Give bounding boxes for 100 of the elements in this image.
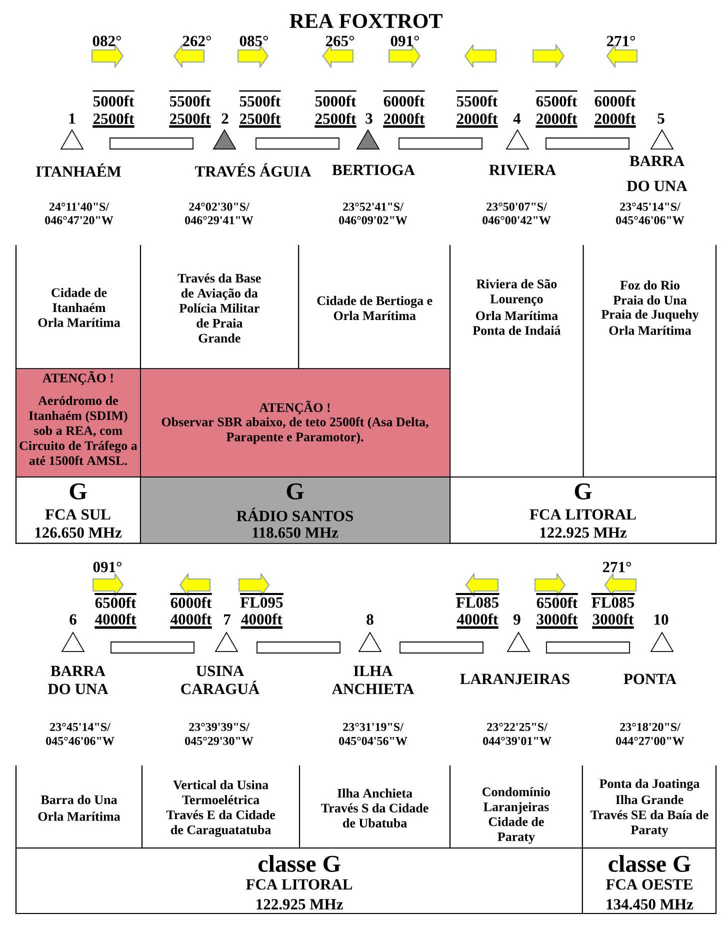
cell-text: Ilha Anchieta [338,788,412,798]
altitude-label: FL085 [456,593,500,608]
coordinates-label: 23°18'20"S/ 044°27'00"W [616,722,684,746]
waypoint-number: 9 [514,614,520,625]
airspace-class: classe G [608,855,690,872]
altitude-label: 4000ft [170,613,212,629]
heading-label: 082° [92,36,121,46]
waypoint-number: 7 [224,614,230,625]
altitude-label: 6500ft [536,593,578,608]
waypoint-number: 2 [222,113,228,124]
altitude-label: 5000ft [314,90,356,107]
cell-text: Condomínio Laranjeiras [482,787,550,814]
cell-text: Praia do Una [613,295,687,305]
coordinates-label: 23°31'19"S/ 045°04'56"W [339,722,408,746]
cell-text: Praia de Juquehy [601,310,699,322]
waypoint-number: 10 [654,614,668,625]
route-segment-bar [400,642,484,654]
altitude-label: FL085 [591,593,635,608]
waypoint-name: ITANHAÉM [36,163,121,177]
waypoint-name: USINA CARAGUÁ [181,666,260,694]
altitude-label: 2500ft [314,112,356,128]
heading-label: 091° [390,36,419,46]
coordinates-label: 23°22'25"S/ 044°39'01"W [483,722,552,746]
route-segment-bar [546,138,630,150]
cell-text: Vertical da Usina Termoelétrica [173,780,268,804]
coordinates-label: 23°50'07"S/ 046°00'42"W [482,202,551,224]
route-segment-bar [256,642,340,654]
waypoint-name: RIVIERA [489,164,556,176]
route-segment-bar [256,138,340,150]
coordinates-label: 23°45'14"S/ 045°46'06"W [46,722,114,746]
waypoint-name: LARANJEIRAS [460,674,570,684]
cell-text: Cidade de Bertioga e Orla Marítima [317,296,432,320]
altitude-label: 5500ft [239,90,281,107]
altitude-label: 4000ft [240,613,283,629]
title: REA FOXTROT [290,14,442,28]
waypoint-number: 1 [69,113,76,124]
airspace-class: G [70,483,87,500]
altitude-label: 6000ft [170,593,212,608]
cell-text: Través E da Cidade de Caraguatatuba [166,810,276,837]
route-segment-bar [398,138,482,150]
waypoint-name: ILHA ANCHIETA [332,666,414,694]
altitude-label: 2000ft [456,112,498,128]
altitude-label: 5500ft [169,90,211,107]
cell-text: Cidade de Itanhaém [52,288,107,312]
frequency-label: 134.450 MHz [606,899,694,910]
frequency-label: 126.650 MHz [35,527,122,538]
coordinates-label: 24°11'40"S/ 046°47'20"W [45,202,114,224]
waypoint-name: BARRA DO UNA [48,666,108,694]
waypoint-name: PONTA [624,674,676,684]
waypoint-number: 4 [513,113,521,124]
altitude-label: 3000ft [536,613,578,629]
warning-text: Aeródromo de Itanhaém (SDIM) sob a REA, com Circuito de Tráfego a até 1500ft AMSL. [20,396,138,466]
station-name: FCA LITORAL [530,509,636,520]
heading-label: 091° [93,562,122,572]
station-name: RÁDIO SANTOS [236,508,353,522]
airspace-class: G [286,483,304,500]
altitude-label: 4000ft [456,613,498,629]
airspace-class: classe G [258,855,340,872]
station-name: FCA LITORAL [246,879,352,890]
coordinates-label: 24°02'30"S/ 046°29'41"W [185,202,254,224]
warning-heading: ATENÇÃO ! [42,371,113,385]
station-name: FCA OESTE [606,879,692,890]
coordinates-label: 23°39'39"S/ 045°29'30"W [185,722,254,746]
altitude-label: 2500ft [169,112,211,128]
cell-text: Riviera de São Lourenço [476,279,557,306]
station-name: FCA SUL [45,509,110,520]
waypoint-name: BERTIOGA [332,164,415,176]
heading-label: 265° [326,36,354,46]
coordinates-label: 23°52'41"S/ 046°09'02"W [339,202,408,224]
cell-text: Orla Marítima [476,310,558,320]
waypoint-number: 3 [366,113,372,124]
altitude-label: 3000ft [592,613,634,629]
altitude-label: 2000ft [383,112,425,128]
airspace-class: G [574,483,592,500]
altitude-label: 6000ft [594,90,636,107]
altitude-label: 6500ft [536,90,578,107]
cell-text: Foz do Rio [620,280,680,290]
cell-text: Ilha Grande [616,795,684,804]
route-segment-bar [110,642,194,654]
altitude-label: 5000ft [92,90,134,107]
frequency-label: 122.925 MHz [256,899,343,910]
altitude-label: 5500ft [456,90,498,107]
altitude-label: 6000ft [383,90,425,107]
cell-text: Través da Base de Aviação da Polícia Militar de Praia Grande [178,273,261,343]
warning-heading: ATENÇÃO ! [259,400,330,415]
cell-text: Través S da Cidade de Ubatuba [321,803,428,828]
cell-text: Cidade de Paraty [488,817,544,844]
cell-text: Orla Marítima [38,318,120,327]
altitude-label: 4000ft [94,613,136,629]
warning-text: Observar SBR abaixo, de teto 2500ft (Asa Delta, Parapente e Paramotor). [162,417,428,444]
altitude-label: 2000ft [594,112,636,128]
heading-label: 085° [240,36,268,46]
waypoint-number: 5 [658,113,664,124]
frequency-label: 118.650 MHz [252,527,338,538]
cell-text: Barra do Una [40,795,118,804]
coordinates-label: 23°45'14"S/ 045°46'06"W [616,202,684,224]
waypoint-name: BARRA DO UNA [626,156,688,192]
heading-label: 271° [606,36,635,46]
cell-text: Orla Marítima [38,812,120,821]
route-segment-bar [110,138,194,150]
